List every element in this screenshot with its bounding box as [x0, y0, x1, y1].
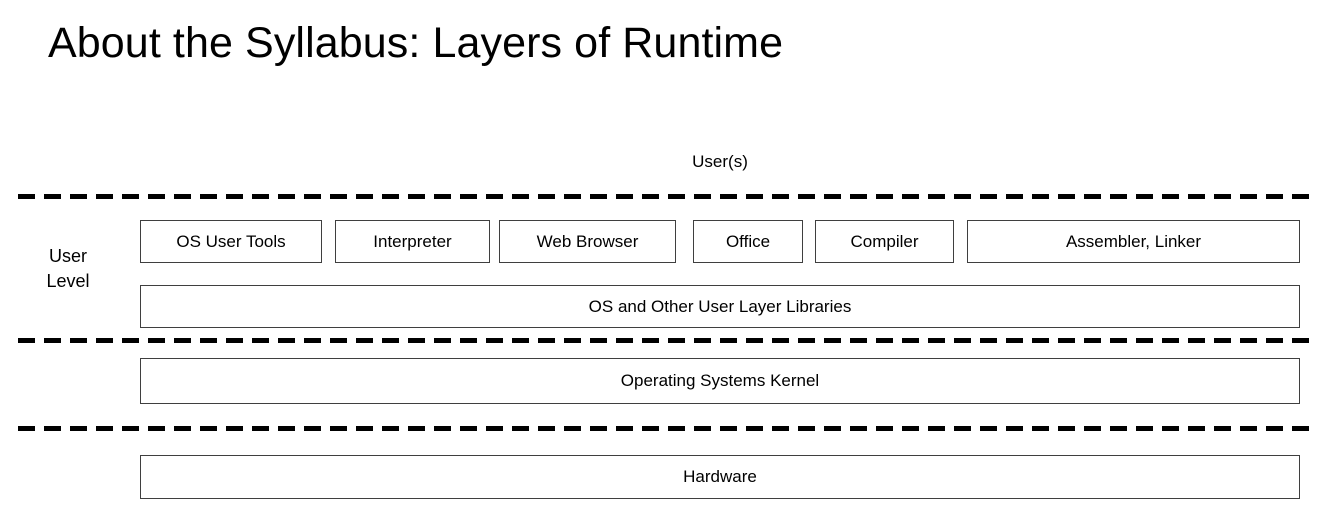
- divider-user-boundary: [18, 194, 1312, 199]
- user-level-label-line1: User: [48, 246, 87, 266]
- users-label: User(s): [692, 152, 748, 171]
- app-box-os-user-tools[interactable]: OS User Tools: [140, 220, 322, 263]
- app-box-office[interactable]: Office: [693, 220, 803, 263]
- layer-bar-user-libraries[interactable]: OS and Other User Layer Libraries: [140, 285, 1300, 328]
- divider-hardware-boundary: [18, 426, 1312, 431]
- user-applications-row: OS User Tools Interpreter Web Browser Of…: [140, 220, 1300, 263]
- user-level-label-line2: Level: [46, 271, 90, 291]
- app-box-assembler-linker[interactable]: Assembler, Linker: [967, 220, 1300, 263]
- page-title: About the Syllabus: Layers of Runtime: [48, 19, 784, 67]
- app-box-interpreter[interactable]: Interpreter: [335, 220, 490, 263]
- user-level-label: User Level: [20, 244, 116, 294]
- app-box-web-browser[interactable]: Web Browser: [499, 220, 676, 263]
- divider-kernel-boundary: [18, 338, 1312, 343]
- app-box-compiler[interactable]: Compiler: [815, 220, 954, 263]
- layer-bar-os-kernel[interactable]: Operating Systems Kernel: [140, 358, 1300, 404]
- layer-bar-hardware[interactable]: Hardware: [140, 455, 1300, 499]
